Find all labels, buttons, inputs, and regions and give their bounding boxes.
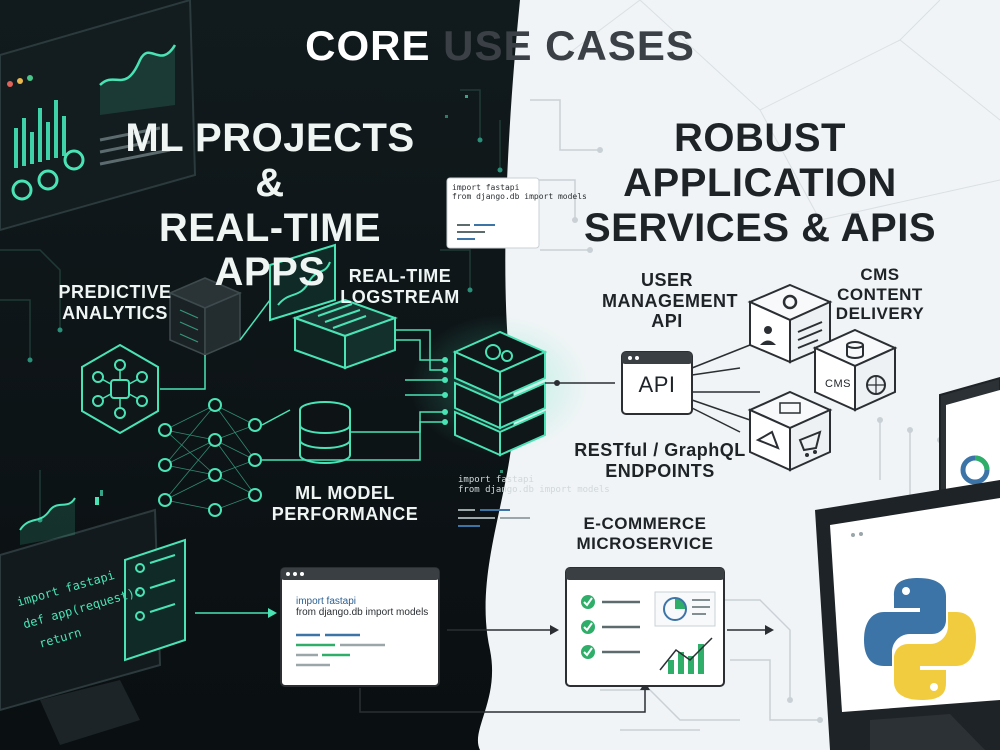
left-flow-connectors xyxy=(160,299,445,461)
connector-endpoints xyxy=(442,357,448,425)
dark-circuit-traces xyxy=(0,89,501,520)
code-snippet-middle: import fastapi from django.db import mod… xyxy=(458,475,610,495)
ecommerce-cube-icon xyxy=(747,390,833,472)
ecommerce-line1: E-COMMERCE xyxy=(583,514,707,533)
logstream-label: REAL-TIME LOGSTREAM xyxy=(340,266,460,307)
server-api-dot xyxy=(554,380,560,386)
left-heading-line2: REAL-TIME APPS xyxy=(158,205,382,295)
right-heading-line1: ROBUST APPLICATION xyxy=(623,116,897,205)
code-bottom-line1: import fastapi xyxy=(296,596,357,607)
api-window-icon xyxy=(621,351,693,415)
predictive-analytics-hex-icon xyxy=(81,343,159,435)
logstream-line2: LOGSTREAM xyxy=(340,286,460,307)
endpoints-line1: RESTful / GraphQL xyxy=(574,440,746,460)
ml-database-icon xyxy=(299,401,351,464)
ml-model-performance-label: ML MODEL PERFORMANCE xyxy=(270,483,420,524)
api-to-services-lines xyxy=(691,344,760,433)
endpoints-label: RESTful / GraphQL ENDPOINTS xyxy=(570,440,750,481)
realtime-chart-card-icon xyxy=(269,243,336,322)
left-section-heading: ML PROJECTS & REAL-TIME APPS xyxy=(110,116,430,295)
user-api-line2: MANAGEMENT xyxy=(602,290,738,311)
code-snippet-top: import fastapi from django.db import mod… xyxy=(452,183,587,201)
user-management-api-label: USER MANAGEMENT API xyxy=(602,270,738,332)
ml-perf-line1: ML MODEL xyxy=(295,483,395,503)
code-mid-line2: from django.db import models xyxy=(458,485,610,495)
page-title-part2: USE CASES xyxy=(443,22,695,69)
user-api-line1: USER xyxy=(640,270,693,290)
cms-line2: CONTENT xyxy=(837,284,923,304)
central-server-stack-icon xyxy=(410,315,590,457)
endpoints-line2: ENDPOINTS xyxy=(605,460,715,481)
python-logo-icon xyxy=(864,578,976,700)
predictive-line1: PREDICTIVE xyxy=(58,282,172,302)
cms-line3: DELIVERY xyxy=(835,304,925,324)
code-snippet-bottom: import fastapi from django.db import mod… xyxy=(296,596,428,618)
cms-line1: CMS xyxy=(860,265,900,284)
page-title: CORE USE CASES xyxy=(300,22,700,70)
cms-content-delivery-label: CMS CONTENT DELIVERY xyxy=(825,265,935,324)
cms-hex-label: CMS xyxy=(825,378,851,390)
predictive-analytics-label: PREDICTIVE ANALYTICS xyxy=(50,282,180,323)
ml-perf-line2: PERFORMANCE xyxy=(271,503,419,524)
code-top-line1: import fastapi xyxy=(452,183,520,192)
logstream-server-icon xyxy=(292,298,398,370)
code-terminal-monitor xyxy=(0,497,162,745)
arrowhead-left xyxy=(268,608,277,618)
data-stack-cube-icon xyxy=(168,277,242,357)
right-section-heading: ROBUST APPLICATION SERVICES & APIS xyxy=(550,116,970,250)
glow-particles xyxy=(95,95,503,505)
flow-arrows xyxy=(195,612,765,713)
code-bottom-line2: from django.db import models xyxy=(296,607,429,618)
light-geometric-lines xyxy=(559,0,1000,221)
light-circuit-traces xyxy=(530,99,941,731)
user-api-line3: API xyxy=(651,311,683,332)
code-mid-line1: import fastapi xyxy=(458,475,534,485)
floating-code-card-top xyxy=(446,177,540,249)
api-box-label: API xyxy=(638,372,676,397)
python-monitor-illustration xyxy=(815,480,1000,750)
glowing-side-panel xyxy=(124,538,186,662)
code-card-bottom-center xyxy=(280,567,440,687)
predictive-line2: ANALYTICS xyxy=(62,302,168,323)
code-top-line2: from django.db import models xyxy=(452,192,587,201)
page-title-part1: CORE xyxy=(305,22,431,69)
floating-code-lines-middle xyxy=(458,509,530,527)
microservice-dashboard-card xyxy=(565,567,725,687)
ecommerce-line2: MICROSERVICE xyxy=(576,533,714,553)
light-circuit-dots xyxy=(572,147,943,723)
left-heading-line1: ML PROJECTS & xyxy=(125,116,415,205)
ecommerce-microservice-label: E-COMMERCE MICROSERVICE xyxy=(570,514,720,553)
right-heading-line2: SERVICES & APIS xyxy=(583,205,937,250)
cms-cube-icon xyxy=(812,328,898,412)
dashboard-monitor-illustration xyxy=(0,0,197,232)
neural-network-icon xyxy=(158,398,262,517)
logstream-line1: REAL-TIME xyxy=(348,266,452,286)
